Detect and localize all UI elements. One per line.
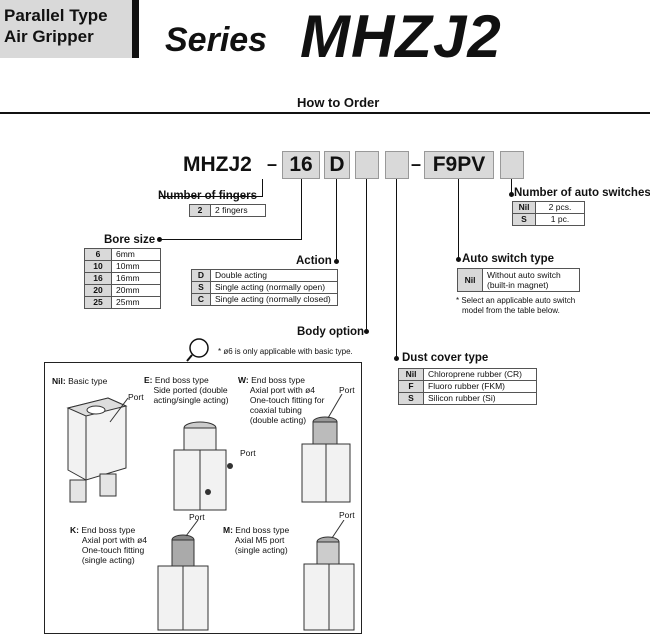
auto-switch-note-2: model from the table below. bbox=[462, 306, 560, 315]
model-title: MHZJ2 bbox=[300, 3, 502, 70]
port-options-panel bbox=[44, 362, 362, 634]
port-label-nil: Port bbox=[128, 392, 144, 402]
code-dash-1: – bbox=[267, 154, 278, 174]
code-switch-count-box bbox=[500, 151, 524, 179]
port-label-m: Port bbox=[339, 510, 355, 520]
body-option-note: * ø6 is only applicable with basic type. bbox=[218, 347, 353, 356]
code-body-option-box bbox=[355, 151, 379, 179]
end-boss-w-drawing bbox=[301, 394, 351, 503]
basic-gripper-drawing bbox=[66, 397, 129, 503]
header-title-box bbox=[0, 0, 132, 58]
magnifier-icon bbox=[186, 338, 209, 362]
series-label: Series bbox=[165, 21, 268, 59]
port-e-caption: E: End boss type Side ported (double act… bbox=[144, 375, 229, 405]
auto-switch-title: Auto switch type bbox=[462, 253, 555, 265]
end-boss-e-drawing bbox=[173, 421, 233, 511]
header-black-bar bbox=[132, 0, 139, 58]
bore-title: Bore size bbox=[104, 234, 156, 246]
port-k-caption: K: End boss type Axial port with ø4 One-… bbox=[70, 525, 148, 565]
fingers-title: Number of fingers bbox=[158, 190, 258, 202]
header-line2: Air Gripper bbox=[4, 27, 94, 46]
auto-switch-note-1: * Select an applicable auto switch bbox=[456, 296, 576, 305]
heading-rule bbox=[0, 112, 650, 114]
port-label-w: Port bbox=[339, 385, 355, 395]
code-bore-box: 16 bbox=[282, 151, 320, 179]
end-boss-k-drawing bbox=[157, 520, 209, 631]
port-label-k: Port bbox=[189, 512, 205, 522]
port-nil-caption: Nil: Basic type bbox=[52, 376, 108, 386]
port-w-caption: W: End boss type Axial port with ø4 One-… bbox=[238, 375, 325, 425]
port-label-e: Port bbox=[240, 448, 256, 458]
code-prefix: MHZJ2 bbox=[183, 153, 252, 176]
code-switch-box: F9PV bbox=[424, 151, 494, 179]
code-dash-2: – bbox=[411, 154, 422, 174]
body-option-title: Body option bbox=[297, 326, 365, 338]
dust-cover-title: Dust cover type bbox=[402, 352, 489, 364]
action-title: Action bbox=[296, 255, 332, 267]
code-action-box: D bbox=[324, 151, 350, 179]
header-line1: Parallel Type bbox=[4, 6, 108, 25]
end-boss-m-drawing bbox=[303, 520, 355, 631]
code-dust-cover-box bbox=[385, 151, 409, 179]
auto-switch-count-title: Number of auto switches bbox=[514, 187, 650, 199]
how-to-order-heading: How to Order bbox=[297, 95, 380, 110]
port-m-caption: M: End boss type Axial M5 port (single a… bbox=[223, 525, 290, 555]
